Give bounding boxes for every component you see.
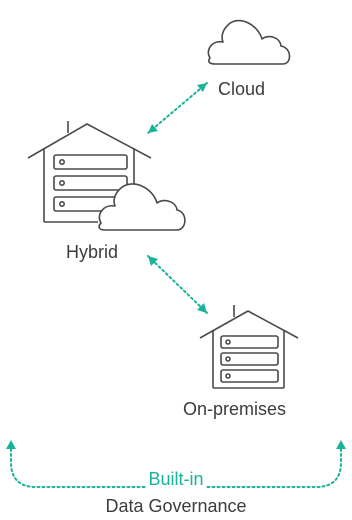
cloud-icon	[207, 19, 291, 65]
on-premises-label: On-premises	[183, 399, 287, 419]
arrow-cloud-hybrid-icon	[147, 82, 208, 134]
cloud-label: Cloud	[218, 79, 266, 99]
built-in-text: Built-in	[146, 469, 206, 489]
built-in-label: Built-in	[0, 469, 352, 489]
governance-bracket-icon	[6, 440, 346, 488]
on-premises-house-icon	[199, 305, 299, 389]
hybrid-label: Hybrid	[66, 242, 119, 262]
arrow-hybrid-onprem-icon	[147, 255, 208, 314]
hybrid-cloud-icon	[98, 183, 186, 231]
data-governance-label: Data Governance	[0, 496, 352, 516]
data-governance-text: Data Governance	[103, 496, 249, 516]
hybrid-house-icon	[27, 121, 152, 223]
